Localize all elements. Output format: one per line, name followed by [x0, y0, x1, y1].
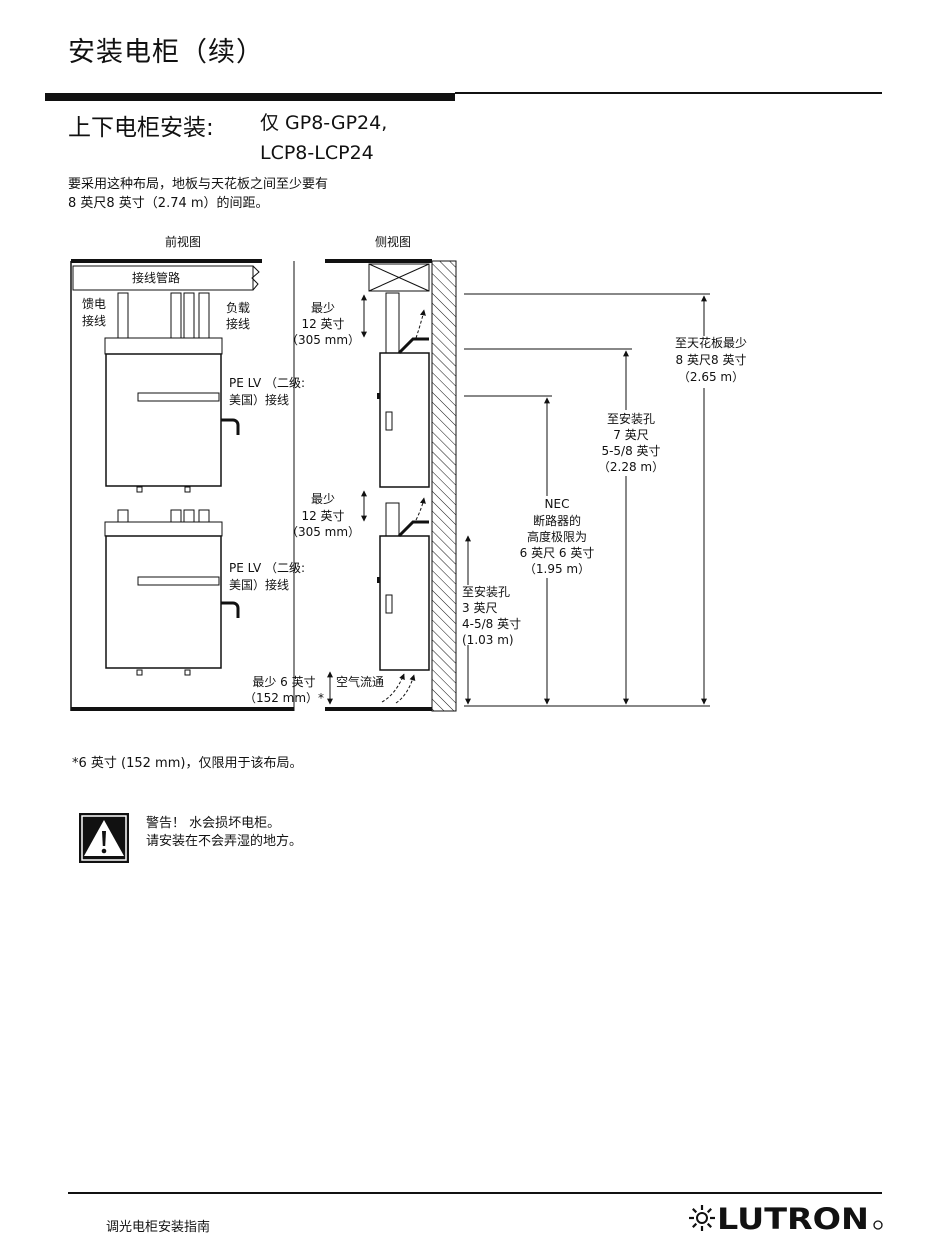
- dimensions: [464, 293, 710, 707]
- upper-panel-front: [105, 353, 222, 487]
- to-hole-lower-label: 至安装孔: [462, 584, 510, 599]
- models-line-1: 仅 GP8-GP24,: [260, 112, 388, 134]
- pelv-lower-label: PE LV （二级:: [229, 561, 305, 575]
- warning-text: 警告！ 水会损坏电柜。 请安装在不会弄湿的地方。: [146, 815, 302, 851]
- pelv-upper-label: PE LV （二级:: [229, 376, 305, 390]
- wiring-conduit: [72, 265, 254, 291]
- footnote: *6 英寸 (152 mm)，仅限用于该布局。: [72, 756, 303, 771]
- models-line-2: LCP8-LCP24: [260, 142, 374, 164]
- feed-wiring-label: 馈电: [82, 297, 106, 311]
- nec-label-2: 断路器的: [533, 513, 581, 528]
- front-view-label: 前视图: [165, 234, 201, 249]
- warning-triangle-icon: [79, 813, 129, 863]
- section-heading: 上下电柜安装:: [68, 115, 214, 141]
- to-ceiling-label: 至天花板最少: [675, 335, 747, 350]
- load-wiring-label: 负载: [226, 301, 250, 315]
- min-6in-label: 最少 6 英寸: [252, 675, 315, 689]
- intro-line-1: 要采用这种布局，地板与天花板之间至少要有: [68, 177, 329, 192]
- to-hole-upper-label-2: 7 英尺: [613, 428, 648, 442]
- nec-label-5: （1.95 m）: [524, 562, 590, 576]
- min-12in-lower-label: 最少: [311, 492, 335, 506]
- page-title: 安装电柜（续）: [68, 37, 264, 68]
- warning-line-1: 警告！ 水会损坏电柜。: [146, 816, 281, 831]
- dimension-labels: 至天花板最少 8 英尺8 英寸 （2.65 m） 至安装孔 7 英尺 5-5/8…: [462, 335, 747, 647]
- to-ceiling-label-3: （2.65 m）: [678, 370, 744, 384]
- lower-panel-front: [105, 535, 222, 669]
- min-12in-lower-label-3: （305 mm）: [286, 525, 360, 539]
- load-wiring-label-2: 接线: [226, 316, 250, 331]
- header-rule-thick: [45, 93, 455, 101]
- brand-name: LUTRON: [717, 1202, 869, 1236]
- min-6in-label-2: （152 mm）*: [244, 691, 324, 705]
- nec-label-4: 6 英尺 6 英寸: [520, 546, 595, 560]
- sunburst-icon: [689, 1205, 715, 1231]
- intro-text: 要采用这种布局，地板与天花板之间至少要有 8 英尺8 英寸（2.74 m）的间距…: [68, 175, 328, 213]
- wall: [431, 260, 457, 712]
- side-view: 最少 12 英寸 （305 mm） 最少 12 英寸 （305 mm） 最少 6…: [244, 259, 457, 712]
- min-12in-upper-label-3: （305 mm）: [286, 333, 360, 347]
- side-view-label: 侧视图: [375, 234, 411, 249]
- nec-label-3: 高度极限为: [527, 529, 587, 544]
- to-hole-upper-label: 至安装孔: [607, 411, 655, 426]
- min-12in-upper-label-2: 12 英寸: [301, 317, 344, 331]
- to-hole-lower-label-3: 4-5/8 英寸: [462, 617, 521, 631]
- pelv-lower-label-2: 美国）接线: [229, 577, 289, 592]
- intro-line-2: 8 英尺8 英寸（2.74 m）的间距。: [68, 196, 269, 211]
- airflow-label: 空气流通: [336, 674, 384, 689]
- installation-diagram: 前视图 侧视图 接线管路: [70, 234, 747, 712]
- to-hole-upper-label-3: 5-5/8 英寸: [601, 444, 660, 458]
- nec-label: NEC: [545, 497, 570, 511]
- to-ceiling-label-2: 8 英尺8 英寸: [676, 353, 747, 367]
- min-12in-upper-label: 最少: [311, 301, 335, 315]
- warning-line-2: 请安装在不会弄湿的地方。: [146, 834, 303, 849]
- section-models: 仅 GP8-GP24, LCP8-LCP24: [260, 108, 387, 168]
- feed-wiring-label-2: 接线: [82, 313, 106, 328]
- to-hole-lower-label-2: 3 英尺: [462, 601, 497, 615]
- front-view: 接线管路 馈电 接线 负载 接线: [70, 259, 305, 711]
- to-hole-lower-label-4: (1.03 m): [462, 633, 514, 647]
- to-hole-upper-label-4: （2.28 m）: [598, 460, 664, 474]
- conduit-label: 接线管路: [132, 270, 180, 285]
- header-rule-thin: [455, 92, 882, 94]
- footer-rule: [68, 1192, 882, 1194]
- min-12in-lower-label-2: 12 英寸: [301, 509, 344, 523]
- footer-title: 调光电柜安装指南: [106, 1220, 211, 1235]
- pelv-upper-label-2: 美国）接线: [229, 392, 289, 407]
- lutron-logo: LUTRON: [689, 1202, 883, 1236]
